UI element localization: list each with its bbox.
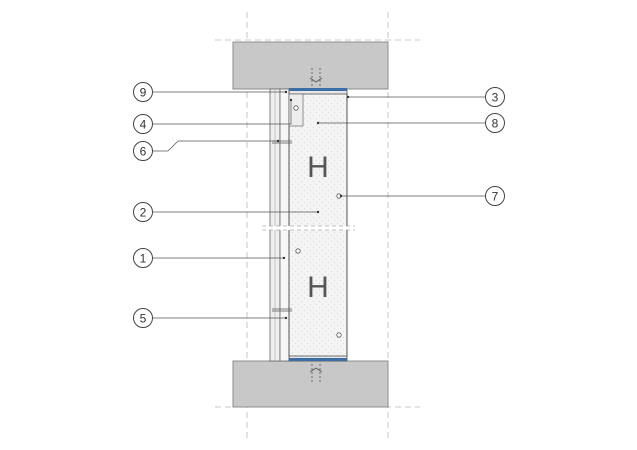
svg-text:2: 2 xyxy=(140,206,147,220)
break-line-edges xyxy=(262,225,355,231)
callout-4: 4 xyxy=(133,114,153,134)
callout-6: 6 xyxy=(133,141,153,161)
callout-5: 5 xyxy=(133,308,153,328)
callout-1: 1 xyxy=(133,248,153,268)
callout-9: 9 xyxy=(133,82,153,102)
bottom-seal-strip xyxy=(289,358,347,361)
callout-3: 3 xyxy=(485,87,505,107)
lower-stud-symbol: H xyxy=(307,271,329,304)
callout-8: 8 xyxy=(485,113,505,133)
leader-lines xyxy=(153,91,486,319)
bottom-anchor-mark xyxy=(309,364,323,382)
top-slab xyxy=(232,41,389,90)
top-anchor-mark xyxy=(309,68,323,86)
upper-stud-symbol: H xyxy=(307,151,329,184)
fixing-point-markers xyxy=(293,105,342,338)
top-seal-strip xyxy=(289,88,347,91)
svg-text:5: 5 xyxy=(140,312,147,326)
callout-7: 7 xyxy=(485,186,505,206)
callout-2: 2 xyxy=(133,202,153,222)
svg-text:8: 8 xyxy=(492,117,499,131)
lower-screw xyxy=(272,308,292,312)
insulation-core xyxy=(288,92,348,358)
svg-text:7: 7 xyxy=(492,190,499,204)
svg-text:4: 4 xyxy=(140,118,147,132)
svg-text:3: 3 xyxy=(492,91,499,105)
svg-text:6: 6 xyxy=(140,145,147,159)
inner-lining-board xyxy=(279,88,290,362)
leader-end-dots xyxy=(276,90,350,320)
svg-text:9: 9 xyxy=(140,86,147,100)
bottom-slab xyxy=(232,360,389,408)
svg-text:1: 1 xyxy=(140,252,147,266)
